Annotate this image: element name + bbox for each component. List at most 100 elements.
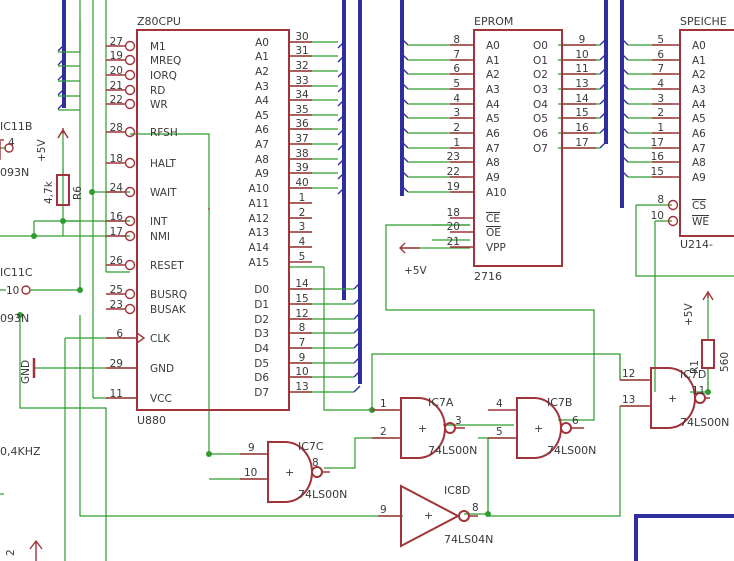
eprom-pin-number: 5: [453, 78, 460, 90]
z80-pin-number: 26: [110, 255, 124, 267]
ic7b-pin-a: 4: [496, 398, 503, 410]
z80-pin-label: D4: [254, 343, 269, 355]
eprom-pin-number: 16: [575, 122, 589, 134]
clock-label: 0,4KHZ: [0, 445, 41, 458]
speicher-pin-label: A9: [692, 172, 706, 184]
ic8d-name: IC8D: [444, 484, 470, 497]
ic11c-bubble: [21, 285, 31, 295]
left-edge-bubbles: [0, 139, 31, 295]
z80-pin-label: A4: [255, 95, 269, 107]
z80-pin-label: INT: [150, 216, 168, 228]
z80-value: U880: [137, 414, 166, 427]
eprom-pin-number: 20: [447, 221, 460, 233]
svg-text:+: +: [668, 392, 677, 405]
r6-value: 4,7k: [43, 180, 55, 204]
speicher-pin-label: A5: [692, 113, 706, 125]
svg-text:+: +: [418, 422, 427, 435]
part-093n-1: 093N: [0, 166, 29, 179]
z80-pin-number: 23: [110, 299, 123, 311]
speicher-pin-number: 3: [657, 93, 664, 105]
speicher-body: [679, 29, 734, 237]
z80-pin-number: 24: [110, 182, 124, 194]
vcc-label-left: +5V: [36, 139, 48, 162]
speicher-pin-label: A1: [692, 55, 706, 67]
z80-pin-number: 33: [295, 75, 308, 87]
part-093n-2: 093N: [0, 312, 29, 325]
z80-pin-label: RD: [150, 85, 165, 97]
pin-bubble: [124, 303, 136, 315]
z80-pin-label: A1: [255, 51, 269, 63]
pin-bubble: [124, 259, 136, 271]
ic7c-pin-a: 9: [248, 442, 255, 454]
pin-bubble: [124, 215, 136, 227]
z80-pin-label: A13: [248, 227, 269, 239]
eprom-pin-label: O7: [533, 143, 548, 155]
r6-body: [56, 174, 70, 206]
z80-pin-number: 28: [110, 122, 123, 134]
z80-pin-label: RFSH: [150, 127, 178, 139]
z80-pin-label: NMI: [150, 231, 170, 243]
pin-bubble: [124, 84, 136, 96]
eprom-pin-label: A6: [486, 128, 500, 140]
eprom-pin-stubs: [450, 44, 596, 248]
z80-pin-number: 3: [299, 221, 306, 233]
ic7b-name: IC7B: [547, 396, 572, 409]
pin-bubble: [124, 186, 136, 198]
z80-pin-label: A14: [248, 242, 269, 254]
ic7a-name: IC7A: [428, 396, 454, 409]
eprom-pin-number: 17: [575, 137, 588, 149]
eprom-pin-label: VPP: [486, 242, 506, 254]
z80-pin-label: RESET: [150, 260, 184, 272]
z80-pin-number: 4: [299, 236, 306, 248]
speicher-pin-label: A3: [692, 84, 706, 96]
eprom-pin-number: 7: [453, 49, 460, 61]
z80-pin-label: A10: [248, 183, 269, 195]
speicher-pin-number: 5: [657, 34, 664, 46]
z80-pin-label: A3: [255, 81, 269, 93]
z80-pin-number: 38: [295, 148, 308, 160]
eprom-pin-number: 15: [575, 107, 588, 119]
z80-pin-label: A5: [255, 110, 269, 122]
ic7a-pin-out: 3: [455, 415, 462, 427]
r1-value: 560: [719, 352, 731, 372]
z80-name: Z80CPU: [137, 15, 181, 28]
z80-pin-number: 12: [295, 308, 308, 320]
ic7a-pin-b: 2: [380, 426, 387, 438]
speicher-pin-label: A8: [692, 157, 706, 169]
ic7a-pin-a: 1: [380, 398, 387, 410]
pin-bubble: [124, 69, 136, 81]
z80-pin-label: D3: [254, 328, 269, 340]
pin-bubble: [124, 126, 136, 138]
eprom-pin-label: A1: [486, 55, 500, 67]
eprom-pin-number: 3: [453, 107, 460, 119]
eprom-pin-number: 13: [575, 78, 588, 90]
z80-pin-label: A11: [248, 198, 269, 210]
speicher-pin-label: A2: [692, 69, 706, 81]
bus-lines: [62, 0, 734, 561]
eprom-pin-label: A5: [486, 113, 500, 125]
speicher-value: U214-: [680, 238, 713, 251]
r6-name: R6: [72, 186, 84, 200]
ic11b-pin: 4: [8, 137, 15, 149]
ic8d-pin-in: 9: [380, 504, 387, 516]
eprom-pin-number: 6: [453, 63, 460, 75]
ic7d-value: 74LS00N: [680, 416, 729, 429]
eprom-pin-number: 4: [453, 93, 460, 105]
eprom-name: EPROM: [474, 15, 513, 28]
eprom-pin-label: O0: [533, 40, 548, 52]
component-bodies: [32, 29, 734, 548]
ic7c-value: 74LS00N: [298, 488, 347, 501]
speicher-pin-number: 6: [657, 49, 664, 61]
ic7d-pin-a: 12: [622, 368, 635, 380]
eprom-pin-number: 2: [453, 122, 460, 134]
ic11b-bubble: [4, 143, 14, 153]
lower-right-bus: [634, 514, 734, 561]
speicher-pin-label: A4: [692, 99, 706, 111]
z80-pin-number: 8: [299, 322, 306, 334]
z80-pin-label: A8: [255, 154, 269, 166]
z80-pin-label: MREQ: [150, 55, 181, 67]
z80-pin-label: A7: [255, 139, 269, 151]
eprom-pin-label: A3: [486, 84, 500, 96]
eprom-pin-number: 9: [579, 34, 586, 46]
